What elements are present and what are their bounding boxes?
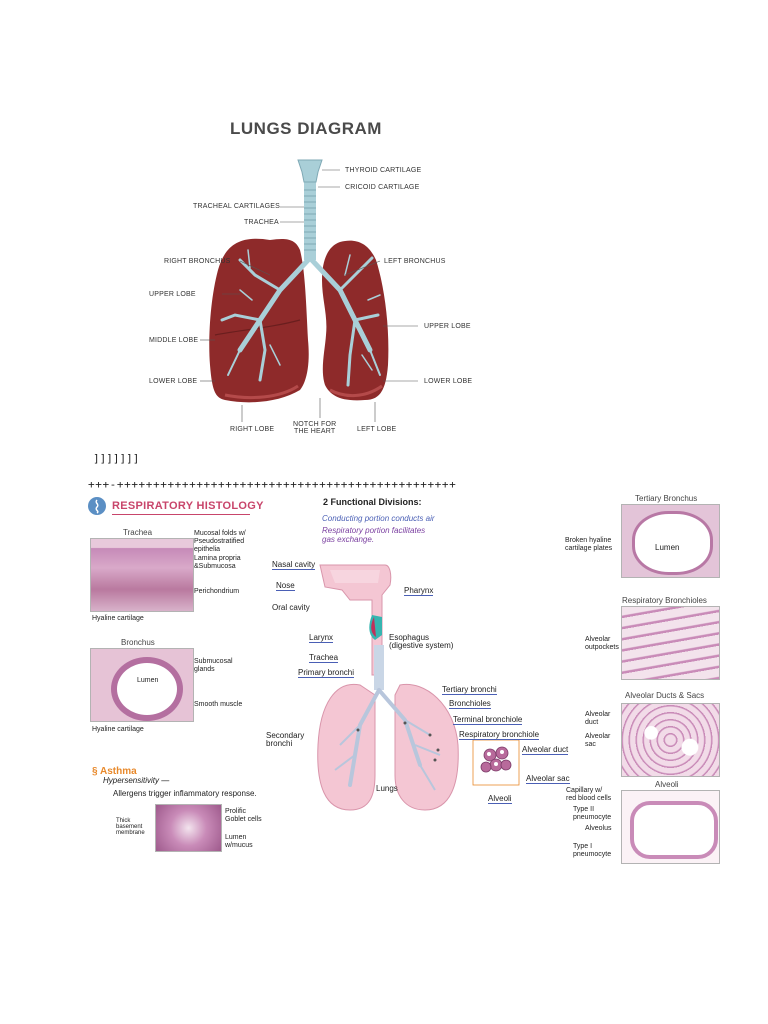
label-oral-cavity: Oral cavity bbox=[272, 603, 310, 612]
label-perichondrium: Perichondrium bbox=[194, 588, 240, 595]
trachea-histology-image bbox=[90, 538, 194, 612]
bronchus-histology-image bbox=[90, 648, 194, 722]
label-broken-hyaline: Broken hyaline cartilage plates bbox=[565, 537, 613, 552]
label-upper-lobe-left: UPPER LOBE bbox=[424, 323, 471, 330]
label-trachea-center: Trachea bbox=[309, 653, 339, 663]
label-alveolar-outpockets: Alveolar outpockets bbox=[585, 636, 619, 651]
label-type1-pneumocyte: Type I pneumocyte bbox=[573, 843, 612, 858]
lungs-illustration bbox=[200, 159, 418, 422]
tertiary-bronchus-image bbox=[621, 504, 720, 578]
plus-separator: +++-++++++++++++++++++++++++++++++++++++… bbox=[88, 478, 457, 491]
label-left-lobe: LEFT LOBE bbox=[357, 426, 397, 433]
asthma-title: § Asthma bbox=[92, 766, 137, 777]
label-pharynx: Pharynx bbox=[404, 586, 434, 596]
label-left-bronchus: LEFT BRONCHUS bbox=[384, 258, 446, 265]
lungs-diagram-title: LUNGS DIAGRAM bbox=[230, 119, 382, 138]
label-lower-lobe-right: LOWER LOBE bbox=[149, 378, 198, 385]
center-right-lung bbox=[394, 683, 459, 811]
label-secondary-bronchi: Secondary bronchi bbox=[266, 731, 305, 748]
respiratory-portion-text: Respiratory portion facilitates gas exch… bbox=[322, 526, 426, 544]
label-nasal-cavity: Nasal cavity bbox=[272, 560, 316, 570]
label-capillary: Capillary w/ red blood cells bbox=[566, 787, 612, 802]
resp-bronchioles-panel-title: Respiratory Bronchioles bbox=[622, 596, 707, 605]
label-terminal-bronchiole: Terminal bronchiole bbox=[453, 715, 523, 725]
label-cricoid-cartilage: CRICOID CARTILAGE bbox=[345, 184, 420, 191]
label-nose: Nose bbox=[276, 581, 295, 591]
label-prolific-goblet-cells: Prolific Goblet cells bbox=[225, 808, 262, 823]
trachea-panel-title: Trachea bbox=[123, 528, 153, 537]
alveolar-sac-illustration bbox=[472, 739, 520, 786]
label-upper-lobe-right: UPPER LOBE bbox=[149, 291, 196, 298]
label-tertiary-bronchi: Tertiary bronchi bbox=[442, 685, 497, 695]
center-left-lung bbox=[317, 683, 376, 811]
hypersensitivity-text: Hypersensitivity — bbox=[103, 776, 170, 785]
histology-logo-icon bbox=[88, 497, 106, 515]
label-esophagus: Esophagus (digestive system) bbox=[389, 633, 454, 650]
respiratory-system-illustration bbox=[317, 564, 459, 811]
allergens-text: Allergens trigger inflammatory response. bbox=[113, 789, 257, 798]
label-alveolar-sac-right: Alveolar sac bbox=[585, 733, 611, 748]
asthma-histology-image bbox=[155, 804, 222, 852]
label-thick-basement-membrane: Thick basement membrane bbox=[116, 818, 145, 836]
label-larynx: Larynx bbox=[309, 633, 334, 643]
label-smooth-muscle: Smooth muscle bbox=[194, 701, 243, 708]
label-hyaline-cartilage-1: Hyaline cartilage bbox=[92, 615, 144, 622]
bracket-markers: ]]]]]]] bbox=[93, 452, 140, 465]
label-hyaline-cartilage-2: Hyaline cartilage bbox=[92, 726, 144, 733]
larynx-shape bbox=[297, 159, 323, 183]
label-notch-for-the-heart: NOTCH FOR THE HEART bbox=[293, 421, 337, 435]
label-mucosal-folds: Mucosal folds w/ Pseudostratified epithe… bbox=[194, 530, 246, 553]
label-alveolus: Alveolus bbox=[585, 825, 612, 832]
label-middle-lobe: MIDDLE LOBE bbox=[149, 337, 199, 344]
label-lower-lobe-left: LOWER LOBE bbox=[424, 378, 473, 385]
nasal-cavity-shape bbox=[330, 570, 380, 583]
label-tracheal-cartilages: TRACHEAL CARTILAGES bbox=[193, 203, 281, 210]
label-alveoli: Alveoli bbox=[488, 794, 512, 804]
ducts-sacs-panel-title: Alveolar Ducts & Sacs bbox=[625, 691, 705, 700]
alveoli-image bbox=[621, 790, 720, 864]
tertiary-bronchus-panel-title: Tertiary Bronchus bbox=[635, 494, 698, 503]
label-right-bronchus: RIGHT BRONCHUS bbox=[164, 258, 231, 265]
label-trachea: TRACHEA bbox=[244, 219, 279, 226]
functional-divisions-title: 2 Functional Divisions: bbox=[323, 497, 422, 507]
label-alveolar-sac: Alveolar sac bbox=[526, 774, 570, 784]
resp-bronchioles-image bbox=[621, 606, 720, 680]
conducting-portion-text: Conducting portion conducts air bbox=[322, 514, 435, 523]
label-type2-pneumocyte: Type II pneumocyte bbox=[573, 806, 612, 821]
label-submucosal-glands: Submucosal glands bbox=[194, 658, 233, 673]
label-alveolar-duct: Alveolar duct bbox=[522, 745, 569, 755]
label-alveolar-duct-right: Alveolar duct bbox=[585, 711, 611, 726]
bronchus-lumen-label: Lumen bbox=[137, 677, 159, 684]
label-lamina-propria: Lamina propria &Submucosa bbox=[194, 555, 241, 570]
center-trachea bbox=[374, 645, 384, 690]
label-lungs: Lungs bbox=[376, 784, 398, 793]
label-bronchioles: Bronchioles bbox=[449, 699, 491, 709]
alveoli-panel-title: Alveoli bbox=[655, 780, 679, 789]
label-primary-bronchi: Primary bronchi bbox=[298, 668, 355, 678]
label-respiratory-bronchiole: Respiratory bronchiole bbox=[459, 730, 540, 740]
bronchus-panel-title: Bronchus bbox=[121, 638, 155, 647]
ducts-sacs-image bbox=[621, 703, 720, 777]
label-lumen-mucus: Lumen w/mucus bbox=[225, 834, 253, 849]
histology-title: RESPIRATORY HISTOLOGY bbox=[112, 500, 264, 512]
label-thyroid-cartilage: THYROID CARTILAGE bbox=[345, 167, 422, 174]
tertiary-lumen-label: Lumen bbox=[655, 543, 680, 552]
label-right-lobe: RIGHT LOBE bbox=[230, 426, 275, 433]
head-airway-shape bbox=[319, 564, 392, 676]
histology-title-underline bbox=[112, 514, 250, 515]
